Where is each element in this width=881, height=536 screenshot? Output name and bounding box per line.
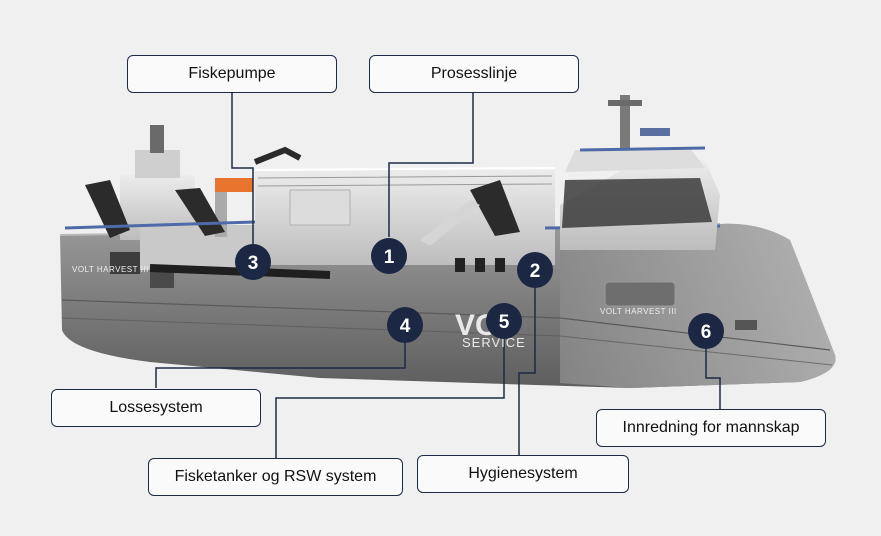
callout-lossesystem: Lossesystem bbox=[51, 389, 261, 427]
marker-5: 5 bbox=[486, 303, 522, 339]
svg-text:4: 4 bbox=[400, 316, 411, 337]
svg-text:6: 6 bbox=[701, 322, 712, 343]
callout-innredning: Innredning for mannskap bbox=[596, 409, 826, 447]
leader-lossesystem bbox=[155, 340, 406, 388]
leader-fiskepumpe bbox=[231, 93, 254, 245]
hull-logo-sub: SERVICE bbox=[462, 335, 526, 350]
marker-3: 3 bbox=[235, 244, 271, 280]
svg-text:3: 3 bbox=[248, 253, 259, 274]
marker-1: 1 bbox=[371, 238, 407, 274]
leader-fisketanker bbox=[275, 337, 505, 458]
hull-name-bow: VOLT HARVEST III bbox=[600, 307, 677, 316]
marker-6: 6 bbox=[688, 313, 724, 349]
leader-innredning bbox=[705, 348, 721, 409]
leader-hygienesystem bbox=[518, 285, 536, 455]
hull-name-stern: VOLT HARVEST III bbox=[72, 265, 149, 274]
marker-4: 4 bbox=[387, 307, 423, 343]
svg-text:2: 2 bbox=[530, 261, 541, 282]
callout-fiskepumpe: Fiskepumpe bbox=[127, 55, 337, 93]
callout-fisketanker: Fisketanker og RSW system bbox=[148, 458, 403, 496]
leader-prosesslinje bbox=[388, 93, 474, 237]
svg-text:1: 1 bbox=[384, 247, 395, 268]
svg-text:5: 5 bbox=[499, 312, 510, 333]
callout-hygienesystem: Hygienesystem bbox=[417, 455, 629, 493]
marker-2: 2 bbox=[517, 252, 553, 288]
leader-lines bbox=[155, 93, 721, 458]
bridge bbox=[560, 95, 720, 250]
callout-prosesslinje: Prosesslinje bbox=[369, 55, 579, 93]
